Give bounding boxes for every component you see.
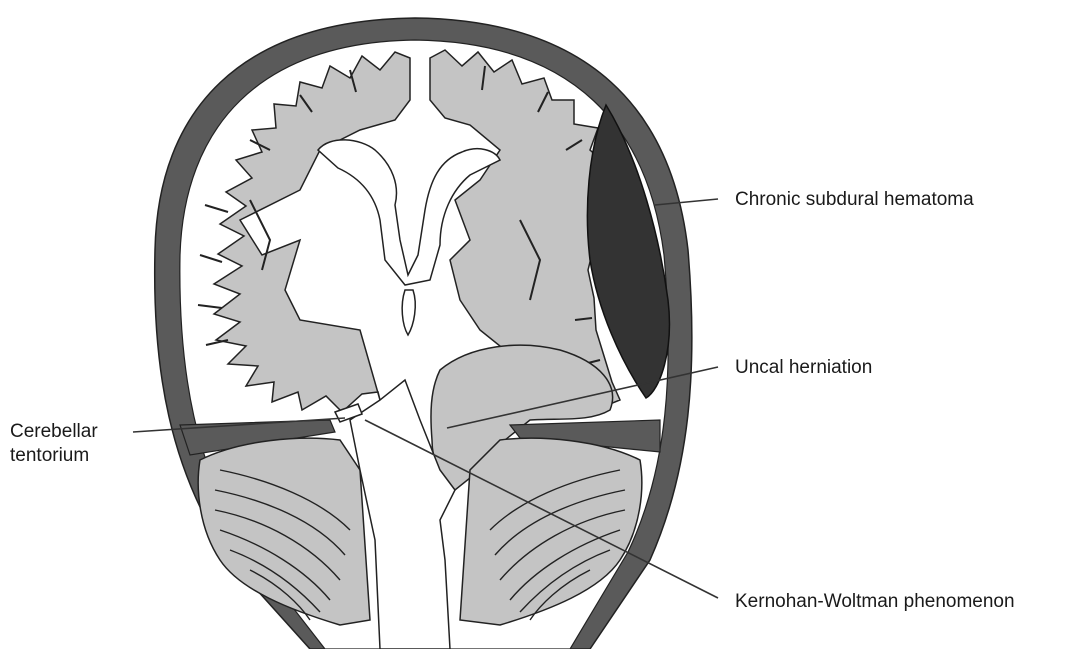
label-cerebellar-tentorium-line2: tentorium [10,444,89,467]
label-kernohan-woltman: Kernohan-Woltman phenomenon [735,590,1015,613]
label-chronic-subdural-hematoma: Chronic subdural hematoma [735,188,974,211]
label-uncal-herniation: Uncal herniation [735,356,872,379]
label-cerebellar-tentorium-line1: Cerebellar [10,420,98,443]
